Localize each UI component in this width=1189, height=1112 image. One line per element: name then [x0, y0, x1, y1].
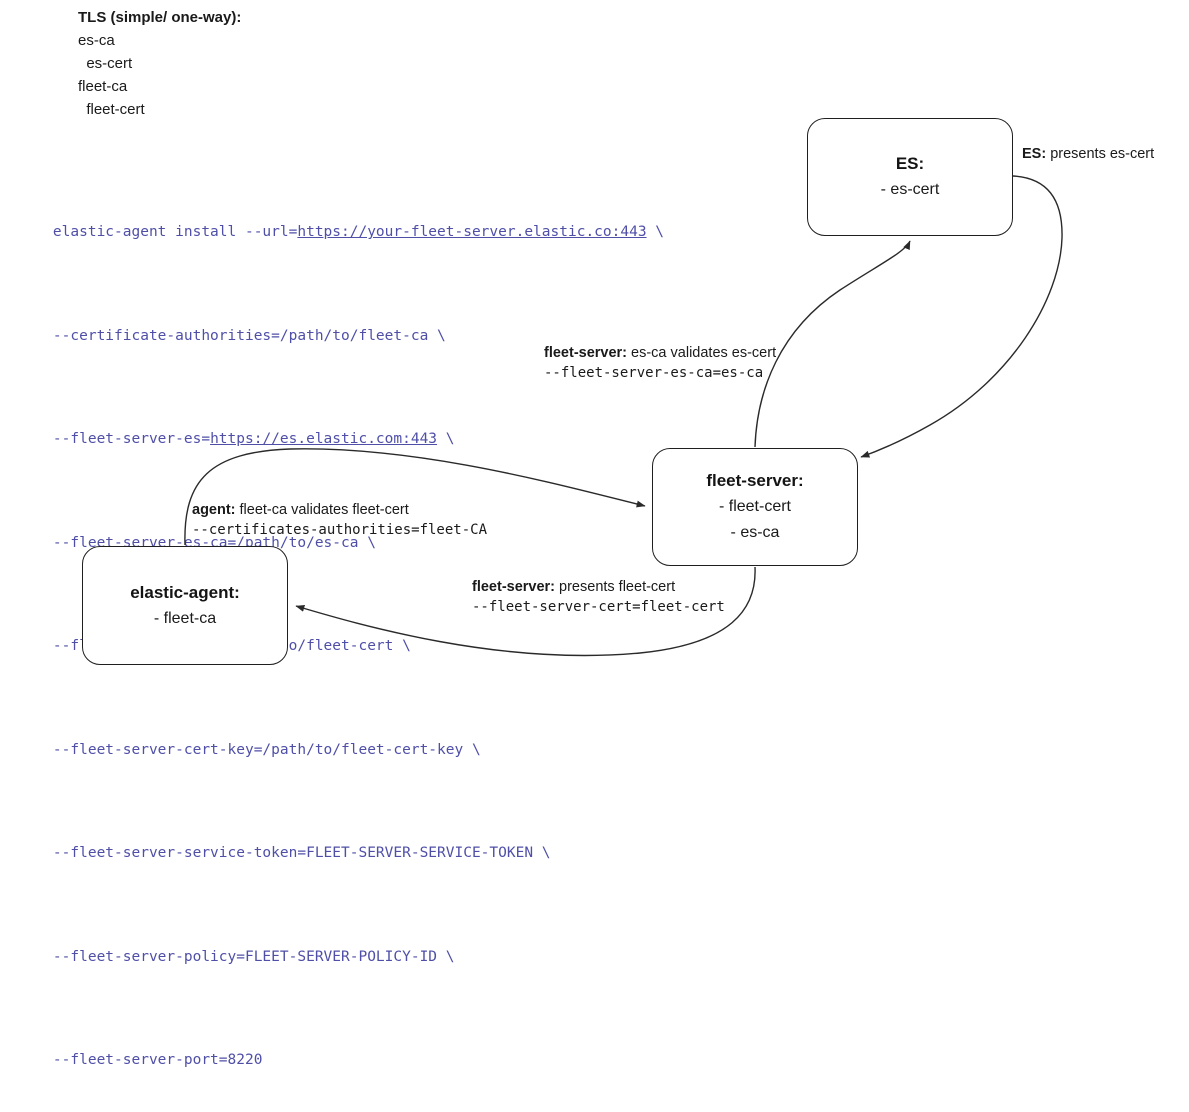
- command-text: --fleet-server-service-token=FLEET-SERVE…: [52, 845, 551, 862]
- edge-label-fleet-validates-prose: es-ca validates es-cert: [627, 345, 777, 361]
- node-fleet-server-title: fleet-server:: [706, 471, 804, 490]
- edge-label-fleet-validates-code: --fleet-server-es-ca=es-ca: [544, 365, 764, 381]
- command-text: --fleet-server-cert-key=/path/to/fleet-c…: [52, 741, 481, 758]
- command-line-1: --certificate-authorities=/path/to/fleet…: [18, 305, 664, 367]
- edge-label-fleet-validates-bold: fleet-server:: [544, 345, 628, 361]
- tls-legend-item-2: fleet-ca: [78, 78, 128, 95]
- command-text: --fleet-server-es=: [52, 431, 211, 448]
- edge-label-fleet-presents-code: --fleet-server-cert=fleet-cert: [472, 599, 725, 615]
- edge-label-fleet-presents-prose: presents fleet-cert: [555, 579, 676, 595]
- command-text-tail: \: [646, 224, 665, 241]
- command-text: --fleet-server-policy=FLEET-SERVER-POLIC…: [52, 948, 455, 965]
- edge-label-agent-validates-code: --certificates-authorities=fleet-CA: [192, 522, 488, 538]
- edge-label-fleet-presents: fleet-server: presents fleet-cert --flee…: [472, 578, 725, 617]
- edge-fleet-server-to-es: [754, 240, 911, 448]
- tls-legend-item-1: es-cert: [78, 55, 133, 72]
- command-line-7: --fleet-server-policy=FLEET-SERVER-POLIC…: [18, 926, 664, 988]
- edge-fleet-server-to-agent: [295, 566, 756, 657]
- edge-label-es-presents: ES: presents es-cert: [1022, 145, 1154, 164]
- tls-legend: TLS (simple/ one-way): es-ca es-cert fle…: [78, 6, 241, 121]
- command-text: --certificate-authorities=/path/to/fleet…: [52, 327, 446, 344]
- command-line-2: --fleet-server-es=https://es.elastic.com…: [18, 408, 664, 470]
- tls-legend-item-3: fleet-cert: [78, 101, 145, 118]
- fleet-server-url-link[interactable]: https://your-fleet-server.elastic.co:443: [297, 224, 647, 241]
- edge-es-to-fleet-server: [860, 175, 1063, 458]
- edge-label-fleet-presents-bold: fleet-server:: [472, 579, 556, 595]
- node-elastic-agent-item-0: - fleet-ca: [153, 609, 217, 627]
- tls-legend-title: TLS (simple/ one-way):: [78, 9, 242, 26]
- diagram-edges-canvas: [184, 175, 1063, 657]
- node-elastic-agent[interactable]: elastic-agent: - fleet-ca: [82, 546, 288, 665]
- node-es-item-0: - es-cert: [880, 181, 940, 198]
- edge-label-fleet-validates-text: fleet-server: es-ca validates es-cert: [544, 344, 776, 363]
- edge-label-fleet-presents-text: fleet-server: presents fleet-cert: [472, 578, 725, 597]
- edge-label-es-presents-prose: presents es-cert: [1046, 146, 1155, 162]
- node-elastic-agent-title: elastic-agent:: [130, 582, 240, 602]
- edge-label-es-presents-text: ES: presents es-cert: [1022, 145, 1154, 164]
- node-fleet-server[interactable]: fleet-server: - fleet-cert - es-ca: [652, 448, 858, 566]
- es-url-link[interactable]: https://es.elastic.com:443: [210, 431, 438, 448]
- command-text-tail: \: [437, 431, 455, 448]
- node-es[interactable]: ES: - es-cert: [807, 118, 1013, 236]
- command-text: --fleet-server-port=8220: [52, 1052, 263, 1069]
- edge-label-agent-validates-bold: agent:: [192, 502, 236, 518]
- edge-label-fleet-validates: fleet-server: es-ca validates es-cert --…: [544, 344, 776, 383]
- command-line-8: --fleet-server-port=8220: [18, 1030, 664, 1092]
- edge-label-agent-validates-prose: fleet-ca validates fleet-cert: [235, 502, 409, 518]
- edge-label-agent-validates: agent: fleet-ca validates fleet-cert --c…: [192, 501, 487, 540]
- command-line-5: --fleet-server-cert-key=/path/to/fleet-c…: [18, 719, 664, 781]
- edge-label-es-presents-bold: ES:: [1022, 146, 1047, 162]
- command-text: elastic-agent install --url=: [52, 224, 298, 241]
- node-fleet-server-item-1: - es-ca: [730, 524, 780, 541]
- edge-label-agent-validates-text: agent: fleet-ca validates fleet-cert: [192, 501, 487, 520]
- node-es-title: ES:: [895, 154, 925, 173]
- node-fleet-server-item-0: - fleet-cert: [718, 498, 791, 515]
- command-line-0: elastic-agent install --url=https://your…: [18, 201, 664, 263]
- edge-agent-to-fleet-server: [184, 448, 646, 546]
- tls-legend-item-0: es-ca: [78, 32, 115, 49]
